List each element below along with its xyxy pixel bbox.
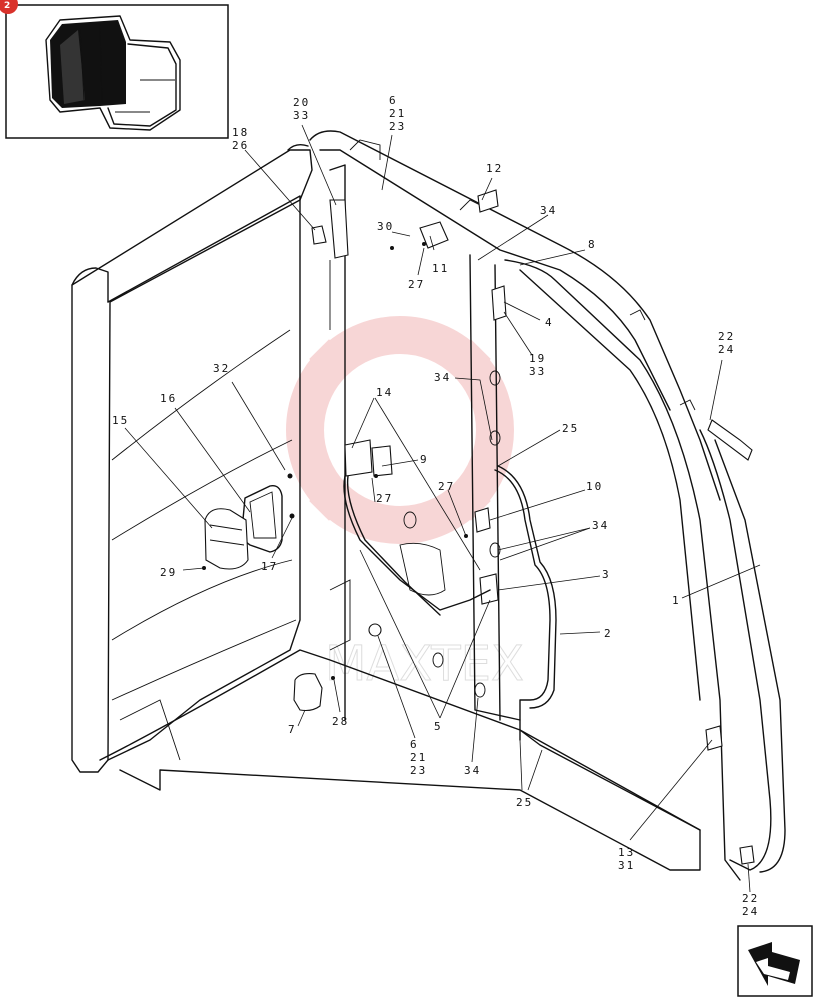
callout-16: 16 <box>160 392 177 405</box>
callout-17: 17 <box>261 560 278 573</box>
callout-34-mid: 34 <box>434 371 451 384</box>
callout-3: 3 <box>602 568 611 581</box>
callout-34-bottom: 34 <box>464 764 481 777</box>
svg-text:2: 2 <box>4 1 10 11</box>
cab-rear-frame <box>309 130 786 881</box>
callout-27-mid: 27 <box>376 492 393 505</box>
callout-28: 28 <box>332 715 349 728</box>
panel-cutouts <box>299 240 501 698</box>
callout-34-right: 34 <box>592 519 609 532</box>
callout-4: 4 <box>545 316 554 329</box>
callout-15: 15 <box>112 414 129 427</box>
callout-25-bottom: 25 <box>516 796 533 809</box>
callout-1: 1 <box>672 594 681 607</box>
callout-7: 7 <box>288 723 297 736</box>
callout-32: 32 <box>213 362 230 375</box>
callout-29: 29 <box>160 566 177 579</box>
cab-left-panel <box>71 143 701 871</box>
callout-11: 11 <box>432 262 449 275</box>
component-parts <box>202 189 755 865</box>
callout-12: 12 <box>486 162 503 175</box>
callout-30: 30 <box>377 220 394 233</box>
callout-27-right: 27 <box>438 480 455 493</box>
callout-34-top: 34 <box>540 204 557 217</box>
leader-lines <box>124 124 761 893</box>
wire-harness <box>343 465 557 741</box>
callout-25-mid: 25 <box>562 422 579 435</box>
view-direction-arrow <box>737 925 813 997</box>
callout-8: 8 <box>588 238 597 251</box>
callout-10: 10 <box>586 480 603 493</box>
callout-14: 14 <box>376 386 393 399</box>
callout-2: 2 <box>604 627 613 640</box>
callout-27-top: 27 <box>408 278 425 291</box>
callout-5: 5 <box>434 720 443 733</box>
watermark-text: MAXTEX <box>325 636 524 692</box>
watermark-gear-logo <box>286 316 514 544</box>
callout-9: 9 <box>420 453 429 466</box>
thumbnail-inset <box>5 4 229 139</box>
page-badge: 2 <box>0 0 18 14</box>
